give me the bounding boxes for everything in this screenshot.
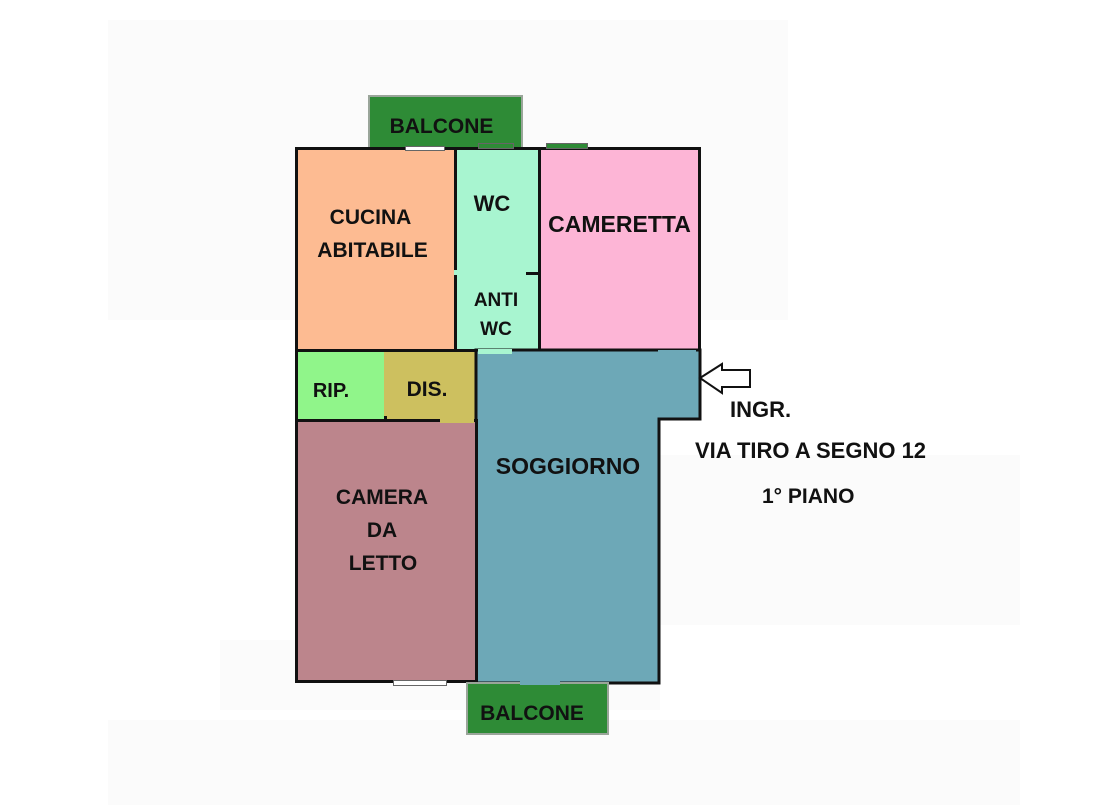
entrance-arrow-icon: [698, 362, 751, 395]
cucina-label-line1: CUCINA: [329, 206, 412, 229]
address-text: VIA TIRO A SEGNO 12: [695, 438, 927, 463]
balcone-bottom-label: BALCONE: [480, 702, 584, 725]
door-opening: [454, 270, 526, 275]
floor-text: 1° PIANO: [762, 485, 855, 508]
balcone-bottom: BALCONE: [466, 682, 609, 735]
door-opening: [440, 418, 474, 423]
cameretta: CAMERETTA: [538, 147, 701, 352]
balcone-top: BALCONE: [368, 95, 523, 150]
soggiorno-shape: [474, 348, 702, 685]
window-opening: [478, 143, 514, 149]
camera-label-line2: DA: [366, 519, 398, 542]
door-opening: [516, 222, 538, 270]
window-opening: [393, 680, 447, 686]
ripostiglio: RIP.: [295, 349, 387, 422]
soggiorno-label: SOGGIORNO: [495, 453, 641, 479]
rip-label: RIP.: [312, 380, 350, 402]
dis-label: DIS.: [406, 378, 448, 401]
entrance-label: INGR.: [730, 397, 792, 422]
camera-label-line1: CAMERA: [335, 486, 429, 509]
door-opening: [520, 680, 560, 685]
disimpegno: DIS.: [384, 349, 478, 422]
door-opening: [658, 350, 696, 354]
background-patch: [660, 455, 1020, 625]
cameretta-label: CAMERETTA: [548, 211, 691, 237]
balcone-top-label: BALCONE: [389, 115, 494, 138]
anti-wc-label-line1: ANTI: [473, 290, 519, 311]
camera-label-line3: LETTO: [348, 552, 418, 575]
door-opening: [384, 352, 388, 416]
door-opening: [478, 349, 512, 354]
cucina-label-line2: ABITABILE: [317, 239, 428, 262]
anti-wc-label-line2: WC: [480, 319, 512, 340]
camera-da-letto: CAMERA DA LETTO: [295, 419, 478, 683]
window-opening: [546, 143, 588, 149]
window-opening: [405, 146, 445, 151]
wc-label: WC: [473, 191, 511, 216]
